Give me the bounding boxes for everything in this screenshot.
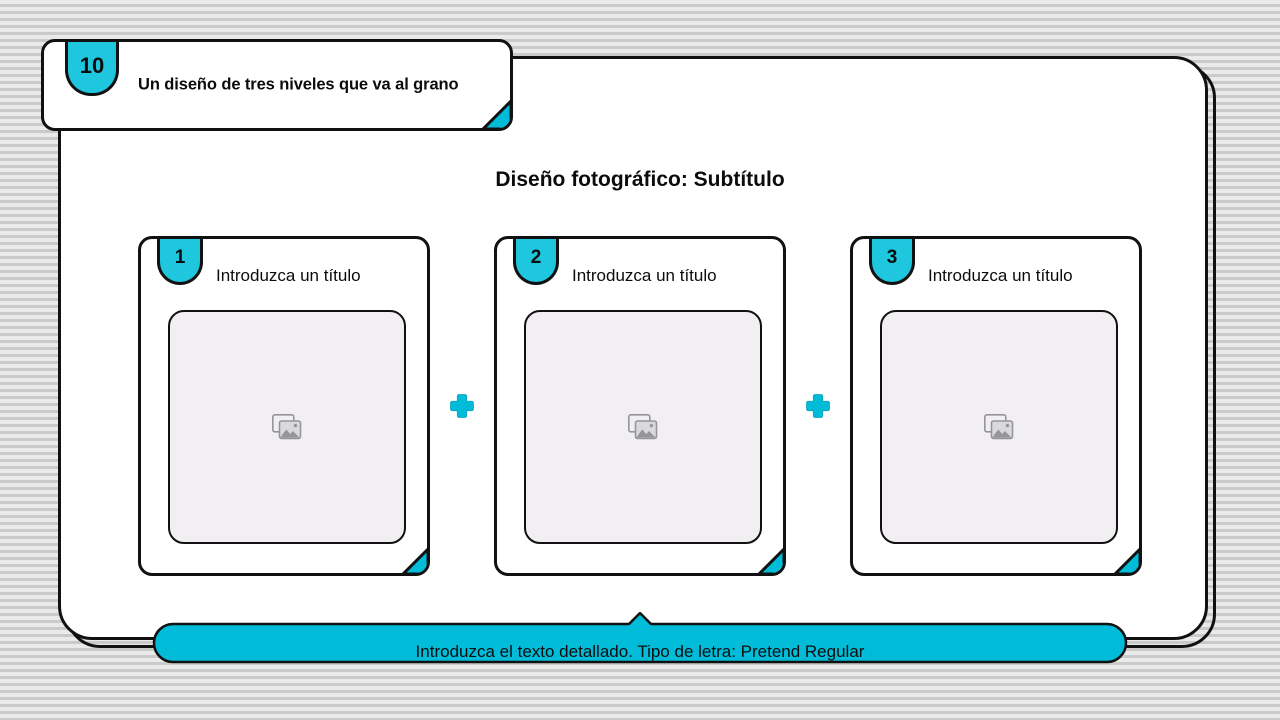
plus-icon [450,394,474,418]
cards-row: 1 Introduzca un título [138,236,1142,576]
card-number-badge: 3 [869,239,915,285]
image-placeholder[interactable] [168,310,406,544]
page-fold-icon [757,547,783,573]
page-fold-icon [481,99,510,128]
image-placeholder-icon [628,414,658,440]
content-card[interactable]: 3 Introduzca un título [850,236,1142,576]
card-title: Introduzca un título [928,266,1073,285]
header-title: Un diseño de tres niveles que va al gran… [138,75,459,94]
card-number-badge: 1 [157,239,203,285]
banner-shape [152,612,1128,664]
page-fold-icon [1113,547,1139,573]
page-fold-icon [401,547,427,573]
image-placeholder[interactable] [880,310,1118,544]
card-badge-number: 3 [886,246,898,268]
card-title: Introduzca un título [216,266,361,285]
header-card[interactable]: 10 Un diseño de tres niveles que va al g… [41,39,513,131]
image-placeholder-icon [984,414,1014,440]
image-placeholder[interactable] [524,310,762,544]
card-badge-number: 1 [174,246,186,268]
plus-icon [806,394,830,418]
card-title: Introduzca un título [572,266,717,285]
header-badge-number: 10 [79,52,105,78]
connector-slot [786,236,850,576]
detail-text-banner[interactable]: Introduzca el texto detallado. Tipo de l… [142,612,1138,674]
slide-subtitle: Diseño fotográfico: Subtítulo [495,168,785,191]
content-card[interactable]: 1 Introduzca un título [138,236,430,576]
banner-text: Introduzca el texto detallado. Tipo de l… [415,642,865,661]
content-card[interactable]: 2 Introduzca un título [494,236,786,576]
connector-slot [430,236,494,576]
image-placeholder-icon [272,414,302,440]
card-number-badge: 2 [513,239,559,285]
header-number-badge: 10 [65,42,119,96]
card-badge-number: 2 [530,246,542,268]
